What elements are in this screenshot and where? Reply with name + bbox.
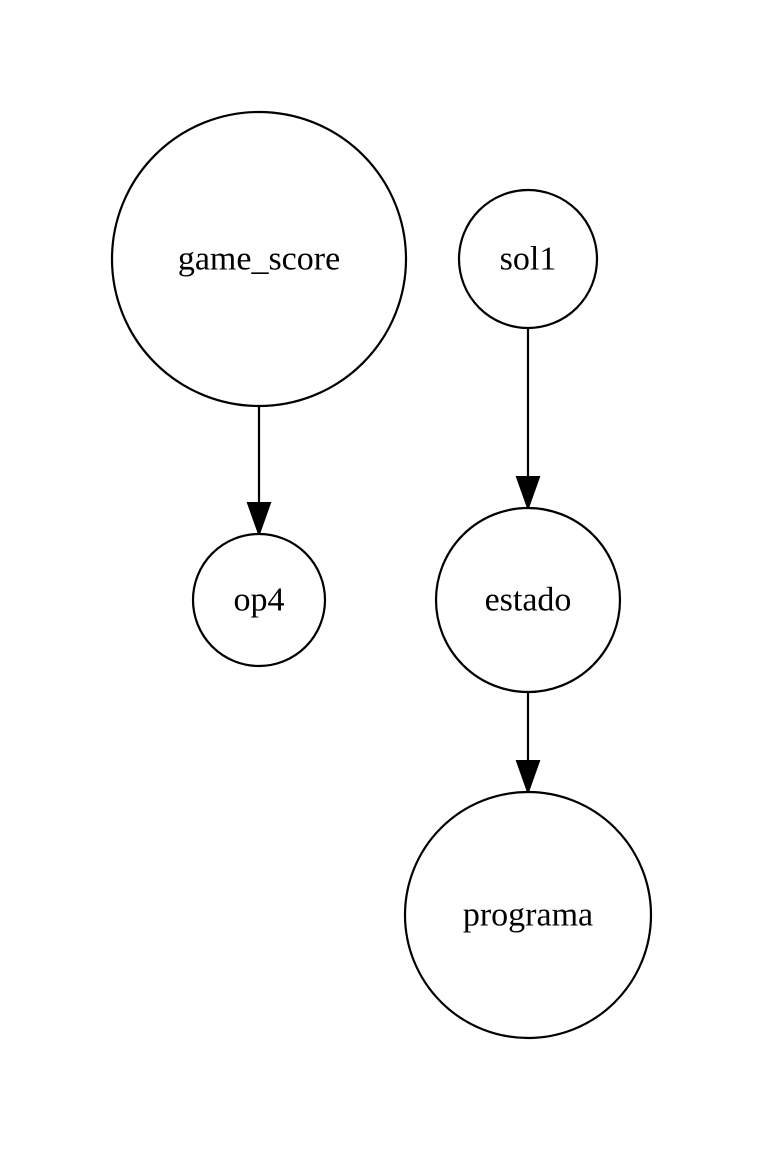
edge-sol1-to-estado xyxy=(515,328,541,511)
node-label: programa xyxy=(463,897,593,934)
node-circle xyxy=(110,110,408,408)
arrowhead-icon xyxy=(515,760,541,795)
arrowhead-icon xyxy=(515,476,541,511)
node-label: estado xyxy=(485,582,572,619)
node-sol1[interactable]: sol1 xyxy=(457,188,599,330)
edge-estado-to-programa xyxy=(515,691,541,795)
edges-layer xyxy=(246,328,541,795)
node-circle xyxy=(457,188,599,330)
nodes-layer: game_score op4 sol1 estado programa xyxy=(110,110,653,1040)
arrowhead-icon xyxy=(246,502,272,537)
node-circle xyxy=(403,790,653,1040)
edge-game-score-to-op4 xyxy=(246,406,272,537)
node-label: sol1 xyxy=(500,241,557,278)
node-estado[interactable]: estado xyxy=(434,506,622,694)
node-circle xyxy=(191,532,327,668)
node-op4[interactable]: op4 xyxy=(191,532,327,668)
node-game-score[interactable]: game_score xyxy=(110,110,408,408)
node-label: op4 xyxy=(234,582,285,619)
node-label: game_score xyxy=(178,241,340,278)
node-circle xyxy=(434,506,622,694)
node-programa[interactable]: programa xyxy=(403,790,653,1040)
